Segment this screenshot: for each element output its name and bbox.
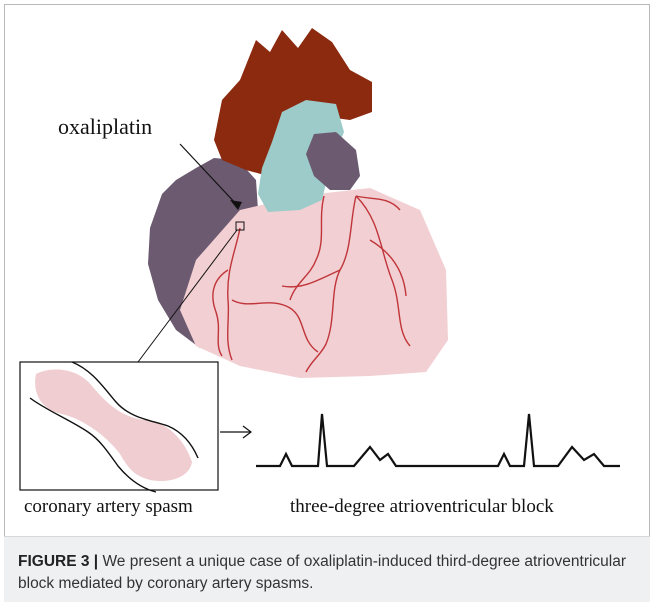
caption-area: FIGURE 3 | We present a unique case of o…	[4, 536, 650, 602]
spasm-label: coronary artery spasm	[24, 496, 193, 517]
heart-diagram: oxaliplatin coronary artery spasm three-…	[0, 0, 654, 536]
drug-label: oxaliplatin	[58, 114, 152, 139]
ecg-trace	[256, 414, 620, 466]
figure-caption: FIGURE 3 | We present a unique case of o…	[18, 551, 638, 595]
ecg-label: three-degree atrioventricular block	[290, 496, 554, 517]
figure-label: FIGURE 3 |	[18, 553, 98, 570]
caption-text: We present a unique case of oxaliplatin-…	[18, 553, 626, 592]
